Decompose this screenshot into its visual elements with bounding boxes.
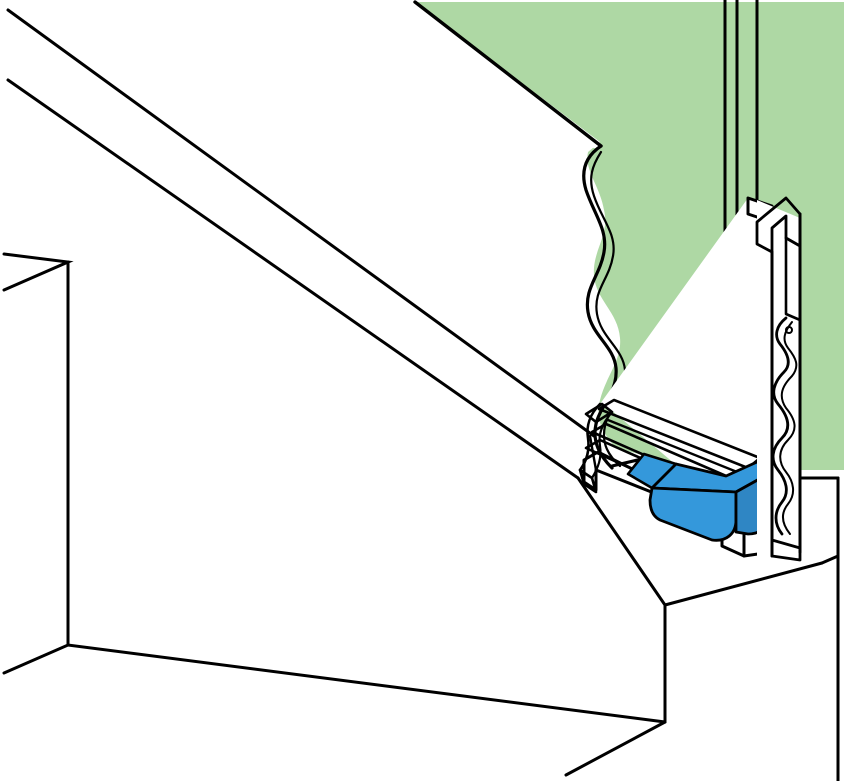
glass-break-line-outer xyxy=(582,144,618,470)
sill-bottom-step xyxy=(564,720,667,777)
glass-top-cut-edge xyxy=(413,0,603,148)
bead-foot xyxy=(770,538,802,562)
reveal-base-edge xyxy=(2,643,667,724)
bead-top-cap xyxy=(755,196,802,254)
vertical-glazing-bead-group xyxy=(755,196,802,562)
bead-break-nub xyxy=(785,326,793,334)
frame-break-line-2 xyxy=(590,410,614,480)
frame-break-foot xyxy=(578,468,598,494)
reveal-face-edge xyxy=(6,78,580,480)
setting-block-front-face xyxy=(648,486,738,542)
bead-break-line-inner xyxy=(779,321,798,535)
reveal-top-edge xyxy=(6,8,596,438)
reveal-corner-chevron xyxy=(2,252,74,292)
frame-break-line xyxy=(578,402,602,472)
frame-left-ledge xyxy=(588,434,598,472)
sill-right-shoulder xyxy=(820,554,840,565)
frame-left-break-group xyxy=(578,402,614,494)
sill-top-front-edge xyxy=(576,476,667,607)
setting-block-crease xyxy=(650,462,678,490)
bead-break-line-outer xyxy=(771,316,790,536)
frame-channel-inner xyxy=(606,418,754,480)
sill-top-right-edge xyxy=(663,561,824,607)
